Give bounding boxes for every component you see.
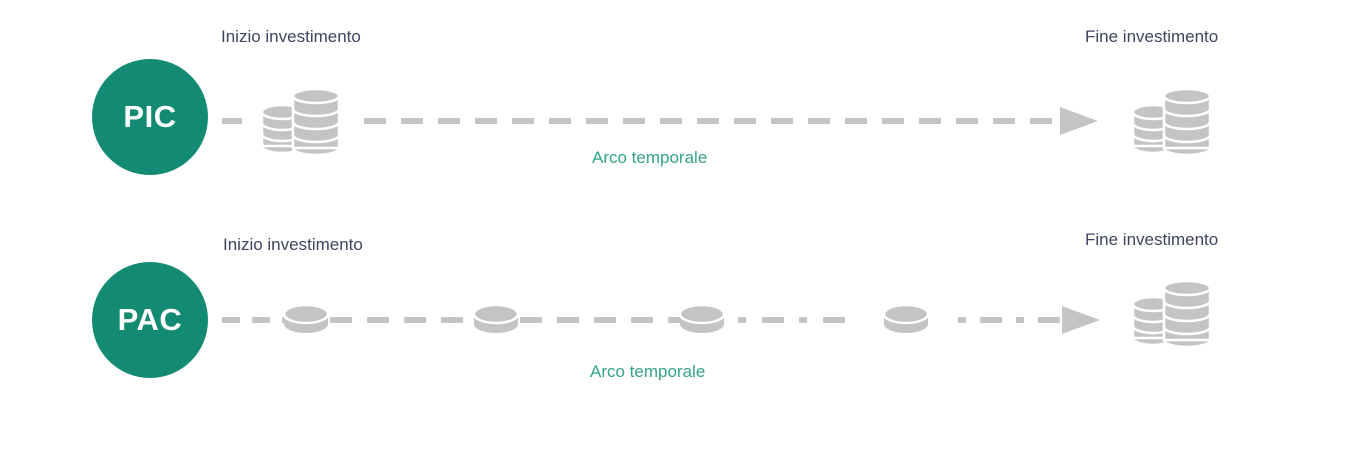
arrow-right-icon [1060, 107, 1098, 135]
single-coin-icon [678, 303, 726, 333]
pic-badge: PIC [92, 59, 208, 175]
pic-timeline [222, 87, 1212, 157]
coin-stack-icon [1131, 279, 1212, 349]
coin-stack-icon [260, 87, 341, 157]
pac-start-label: Inizio investimento [223, 235, 363, 254]
pac-badge: PAC [92, 262, 208, 378]
pac-span-label: Arco temporale [590, 362, 706, 381]
pic-span-label: Arco temporale [592, 148, 708, 167]
pic-start-label: Inizio investimento [221, 27, 361, 46]
pac-timeline [222, 279, 1212, 349]
pac-row: Inizio investimento Fine investimento PA… [0, 205, 1372, 405]
single-coin-icon [282, 303, 330, 333]
arrow-right-icon [1062, 306, 1100, 334]
single-coin-icon [882, 303, 930, 333]
pac-badge-text: PAC [117, 302, 183, 337]
pac-end-label: Fine investimento [1085, 230, 1219, 249]
pic-row: Inizio investimento Fine investimento PI… [0, 0, 1372, 200]
pic-badge-text: PIC [123, 99, 177, 134]
pic-end-label: Fine investimento [1085, 27, 1219, 46]
coin-stack-icon [1131, 87, 1212, 157]
single-coin-icon [472, 303, 520, 333]
